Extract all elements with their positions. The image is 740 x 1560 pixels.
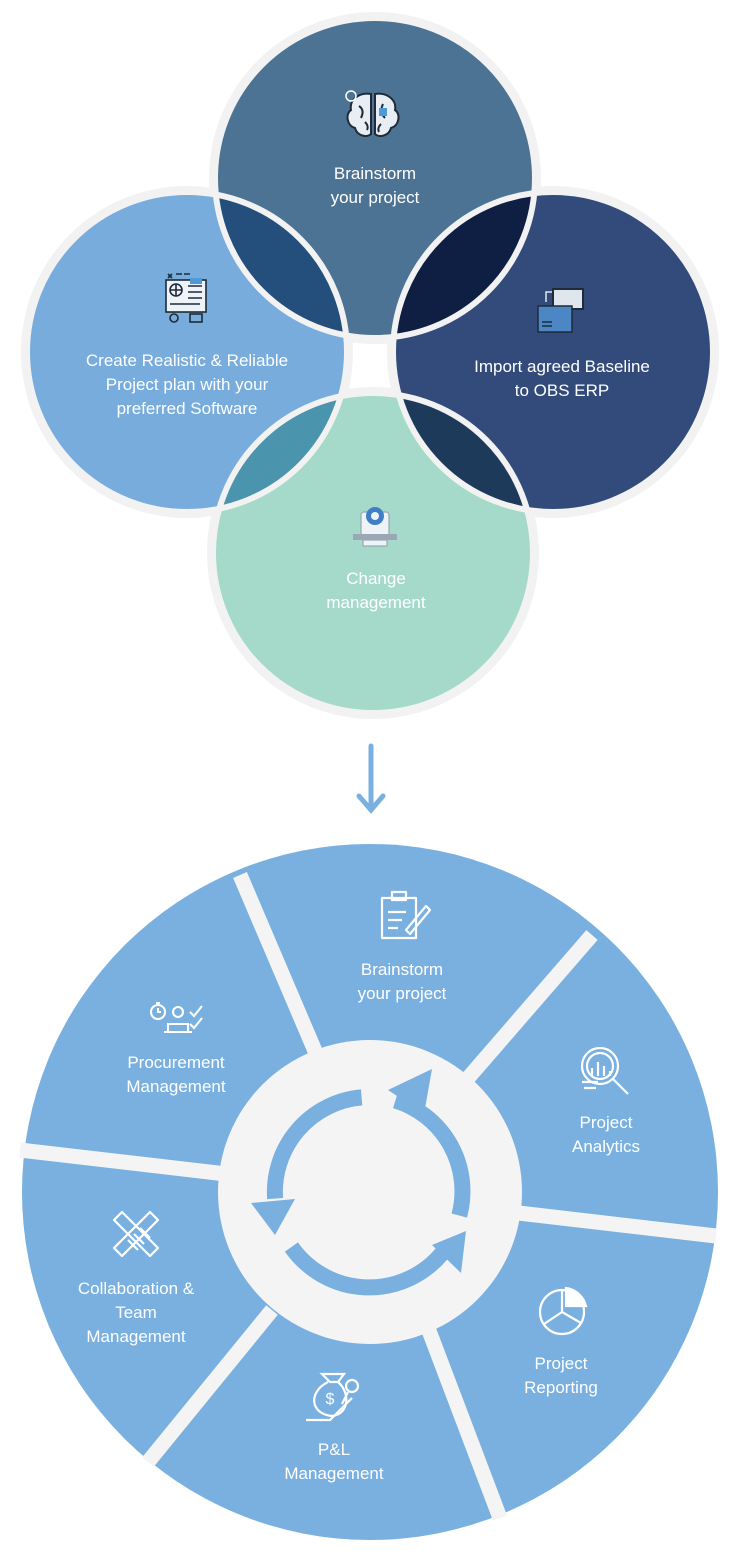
venn-bottom-label-2: management bbox=[326, 593, 426, 612]
planning-board-icon bbox=[165, 273, 207, 323]
change-settings-icon bbox=[353, 507, 397, 547]
clipboard-edit-icon bbox=[380, 890, 432, 940]
venn-cluster: Brainstorm your project Create Realistic… bbox=[21, 12, 719, 719]
segment-1-label-2: your project bbox=[358, 984, 447, 1003]
segment-6-label-1: Procurement bbox=[127, 1053, 225, 1072]
brain-gear-icon bbox=[345, 90, 400, 137]
segment-3-label-1: Project bbox=[535, 1354, 588, 1373]
analytics-magnifier-icon bbox=[580, 1046, 629, 1095]
overlap-top-left bbox=[215, 192, 347, 338]
money-bag-icon: $ bbox=[306, 1372, 360, 1422]
team-timer-icon bbox=[149, 1001, 203, 1034]
venn-right-label-1: Import agreed Baseline bbox=[474, 357, 650, 376]
segment-5-label-3: Management bbox=[86, 1327, 186, 1346]
segment-2-label-1: Project bbox=[580, 1113, 633, 1132]
segment-5-label-1: Collaboration & bbox=[78, 1279, 195, 1298]
segment-2-label-2: Analytics bbox=[572, 1137, 640, 1156]
down-arrow-icon bbox=[356, 743, 386, 814]
svg-text:$: $ bbox=[326, 1391, 335, 1408]
cycle-wheel: $ Brainstorm your project Project Analyt… bbox=[19, 844, 718, 1540]
segment-4-label-1: P&L bbox=[318, 1440, 350, 1459]
cycle-arrows-icon bbox=[266, 1089, 471, 1296]
cycle-arrowheads bbox=[251, 1069, 466, 1273]
handshake-icon bbox=[112, 1210, 160, 1258]
venn-left-label-3: preferred Software bbox=[117, 399, 258, 418]
venn-left-label-1: Create Realistic & Reliable bbox=[86, 351, 288, 370]
venn-left-label-2: Project plan with your bbox=[106, 375, 269, 394]
segment-5-label-2: Team bbox=[115, 1303, 157, 1322]
segment-dividers bbox=[19, 872, 717, 1521]
segment-6-label-2: Management bbox=[126, 1077, 226, 1096]
cycle-hub bbox=[218, 1040, 522, 1344]
overlap-right-bottom bbox=[393, 393, 533, 512]
venn-right-label-2: to OBS ERP bbox=[515, 381, 609, 400]
venn-top-label-2: your project bbox=[331, 188, 420, 207]
segment-3-label-2: Reporting bbox=[524, 1378, 598, 1397]
venn-top-label-1: Brainstorm bbox=[334, 164, 416, 183]
pie-chart-icon bbox=[538, 1286, 588, 1336]
import-folder-icon bbox=[537, 288, 584, 333]
segment-4-label-2: Management bbox=[284, 1464, 384, 1483]
overlap-top-right bbox=[393, 192, 535, 338]
segment-1-label-1: Brainstorm bbox=[361, 960, 443, 979]
venn-bottom-label-1: Change bbox=[346, 569, 406, 588]
